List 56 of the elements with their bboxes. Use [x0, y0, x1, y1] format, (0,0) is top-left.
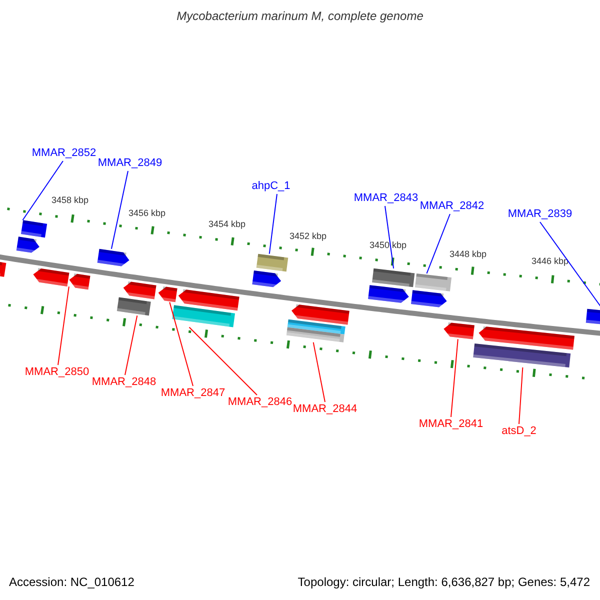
- gene-bar: [473, 344, 571, 368]
- gene-feature: [368, 285, 409, 304]
- gene-bar: [172, 305, 236, 328]
- gene-label: MMAR_2842: [420, 200, 484, 213]
- leader-line: [188, 326, 258, 396]
- gene-bar: [256, 254, 288, 272]
- tick-label: 3454 kbp: [208, 218, 246, 231]
- gene-bar: [20, 220, 48, 238]
- leader-line: [518, 366, 524, 424]
- gene-label: MMAR_2839: [508, 208, 572, 221]
- gene-feature: [292, 304, 350, 325]
- gene-bar: [286, 327, 344, 342]
- gene-label: MMAR_2848: [92, 376, 156, 389]
- tick-label: 3448 kbp: [449, 248, 487, 261]
- diagram-title: Mycobacterium marinum M, complete genome: [176, 10, 424, 23]
- tick-label: 3450 kbp: [369, 239, 407, 252]
- gene-bar: [116, 297, 151, 316]
- leader-line: [384, 206, 394, 269]
- gene-label: ahpC_1: [252, 180, 290, 193]
- gene-bar: [414, 273, 452, 292]
- gene-label: MMAR_2844: [292, 403, 358, 416]
- gene-label: MMAR_2849: [98, 157, 162, 170]
- gene-label: MMAR_2846: [228, 396, 292, 409]
- tick-label: 3452 kbp: [289, 230, 327, 243]
- leader-line: [110, 170, 128, 250]
- footer-text: Topology: circular; Length: 6,636,827 bp; Genes: 5,472: [298, 576, 590, 589]
- gene-label: atsD_2: [502, 425, 536, 438]
- gene-bar: [0, 261, 6, 277]
- leader-line: [169, 302, 194, 386]
- gene-feature: [411, 290, 447, 308]
- gene-label: MMAR_2847: [160, 387, 226, 400]
- leader-line: [58, 286, 70, 366]
- gene-feature: [123, 281, 156, 300]
- gene-feature: [69, 273, 90, 290]
- leader-line: [268, 194, 278, 254]
- gene-feature: [158, 286, 178, 302]
- gene-feature: [444, 322, 474, 340]
- tick-label: 3446 kbp: [531, 255, 569, 268]
- gene-feature: [252, 270, 282, 288]
- footer-text: Accession: NC_010612: [9, 576, 134, 589]
- tick-label: 3456 kbp: [128, 207, 166, 220]
- gene-label: MMAR_2843: [354, 192, 418, 205]
- gene-feature: [97, 248, 130, 267]
- gene-feature: [33, 268, 70, 287]
- gene-feature: [478, 326, 574, 350]
- gene-label: MMAR_2841: [418, 418, 484, 431]
- gene-bar: [372, 268, 415, 288]
- leader-line: [22, 160, 64, 221]
- gene-bar: [287, 319, 346, 334]
- leader-line: [426, 214, 450, 274]
- tick-label: 3458 kbp: [51, 194, 89, 207]
- gene-bar: [586, 308, 600, 325]
- gene-feature: [16, 236, 40, 254]
- gene-label: MMAR_2850: [24, 366, 90, 379]
- gene-label: MMAR_2852: [32, 147, 96, 160]
- leader-line: [450, 338, 458, 418]
